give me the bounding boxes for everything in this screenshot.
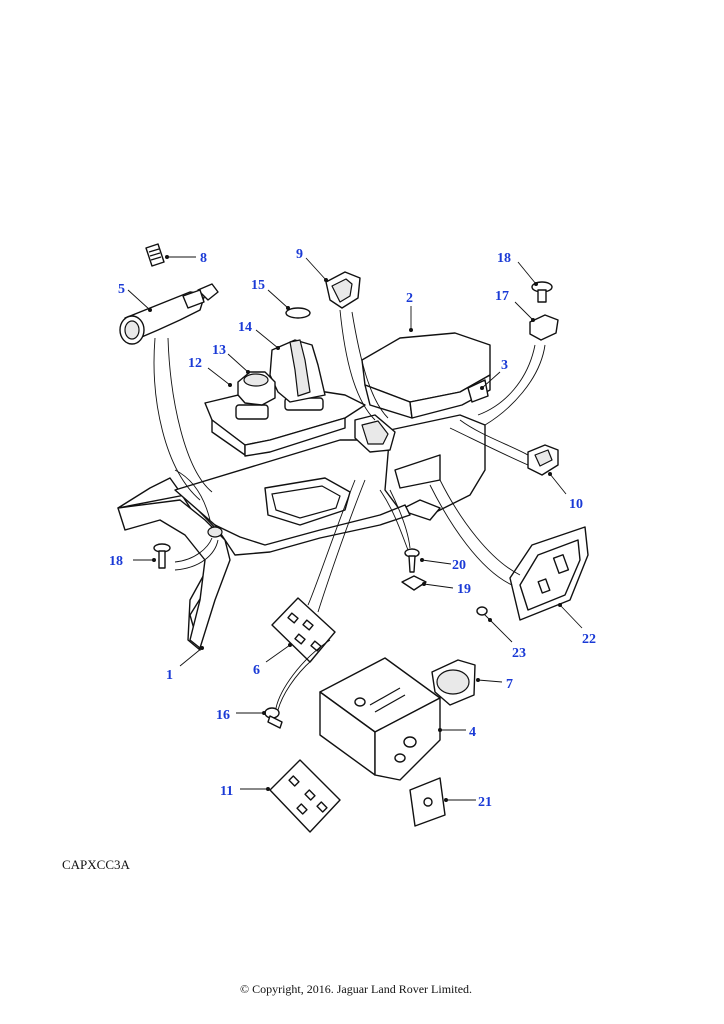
gear-boot-part <box>269 339 326 403</box>
armrest-lid-part <box>361 332 491 419</box>
o-ring-part <box>285 307 311 319</box>
clip-16-part <box>264 707 283 729</box>
bracket-plate-6-part <box>271 597 336 663</box>
callout-14: 14 <box>238 320 252 335</box>
callout-20: 20 <box>452 558 466 573</box>
selector-knob-part <box>237 371 276 406</box>
bracket-9-part <box>325 271 361 309</box>
clip-17-part <box>529 314 559 341</box>
callout-labels: 8 5 9 2 15 14 13 12 3 18 17 10 18 20 19 … <box>109 247 596 810</box>
callout-5: 5 <box>118 282 125 297</box>
nut-19-part <box>401 575 427 591</box>
latch-3-part <box>467 379 489 403</box>
callout-15: 15 <box>251 278 265 293</box>
callout-12: 12 <box>188 356 202 371</box>
callout-1: 1 <box>166 668 173 683</box>
callout-17: 17 <box>495 289 509 304</box>
callout-16: 16 <box>216 708 230 723</box>
callout-21: 21 <box>478 795 492 810</box>
copyright-notice: © Copyright, 2016. Jaguar Land Rover Lim… <box>240 982 472 996</box>
screw-20-part <box>404 548 420 573</box>
callout-6: 6 <box>253 663 260 678</box>
cigar-lighter-part <box>119 283 219 345</box>
callout-18-left: 18 <box>109 554 123 569</box>
clip-8-part <box>145 243 165 267</box>
callout-22: 22 <box>582 632 596 647</box>
illustration-code: CAPXCC3A <box>62 857 131 872</box>
callout-10: 10 <box>569 497 583 512</box>
pad-21-part <box>409 777 446 827</box>
housing-4-part <box>319 657 441 781</box>
callout-19: 19 <box>457 582 471 597</box>
callout-11: 11 <box>220 784 233 799</box>
cover-7-part <box>431 659 476 706</box>
hinge-bracket-part <box>354 414 396 453</box>
screw-18-left-part <box>153 543 171 569</box>
callout-7: 7 <box>506 677 513 692</box>
switch-10-part <box>527 444 559 476</box>
grommet-part <box>207 526 223 538</box>
plate-11-part <box>269 759 341 833</box>
callout-18-top: 18 <box>497 251 511 266</box>
screw-23-part <box>476 606 491 621</box>
console-body-part <box>117 414 486 651</box>
callout-23: 23 <box>512 646 526 661</box>
callout-8: 8 <box>200 251 207 266</box>
assembly-curves <box>153 309 546 711</box>
callout-3: 3 <box>501 358 508 373</box>
callout-13: 13 <box>212 343 226 358</box>
callout-4: 4 <box>469 725 476 740</box>
callout-2: 2 <box>406 291 413 306</box>
switch-panel-22-part <box>509 526 589 621</box>
callout-9: 9 <box>296 247 303 262</box>
callout-leaders <box>127 255 583 802</box>
